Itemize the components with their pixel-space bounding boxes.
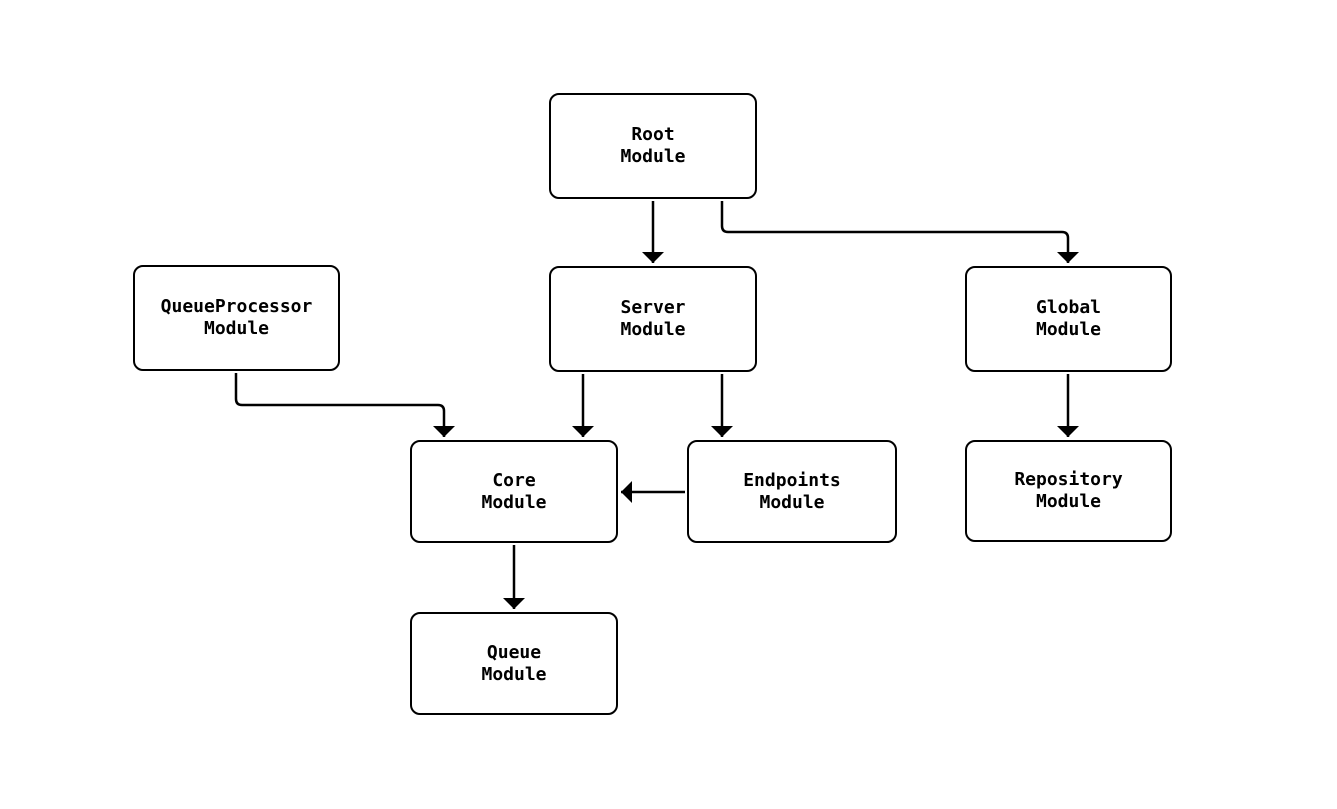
node-label-line: Module: [481, 663, 547, 685]
node-label-line: Module: [1035, 319, 1102, 340]
node-queueprocessor-module: QueueProcessor Module: [133, 265, 340, 371]
node-label-line: Queue: [486, 641, 542, 663]
node-repository-module: Repository Module: [965, 440, 1172, 542]
node-root-module: Root Module: [549, 93, 757, 199]
node-label-line: Repository: [1014, 469, 1123, 490]
node-label-line: Module: [620, 146, 686, 167]
node-label-line: Module: [481, 491, 547, 513]
node-label-line: Module: [620, 319, 686, 340]
node-label-line: Module: [759, 491, 825, 513]
edge-queueprocessor-to-core: [234, 373, 455, 437]
node-label-line: QueueProcessor: [160, 296, 313, 317]
node-label-line: Root: [631, 124, 675, 145]
node-label-line: Module: [203, 318, 270, 339]
node-server-module: Server Module: [549, 266, 757, 372]
node-endpoints-module: Endpoints Module: [687, 440, 897, 543]
edge-root-to-global: [720, 201, 1079, 263]
node-core-module: Core Module: [410, 440, 618, 543]
node-queue-module: Queue Module: [410, 612, 618, 715]
node-label-line: Module: [1035, 491, 1102, 512]
node-label-line: Endpoints: [743, 469, 841, 491]
node-global-module: Global Module: [965, 266, 1172, 372]
node-label-line: Server: [620, 297, 686, 318]
node-label-line: Global: [1035, 297, 1102, 318]
node-label-line: Core: [492, 469, 536, 491]
